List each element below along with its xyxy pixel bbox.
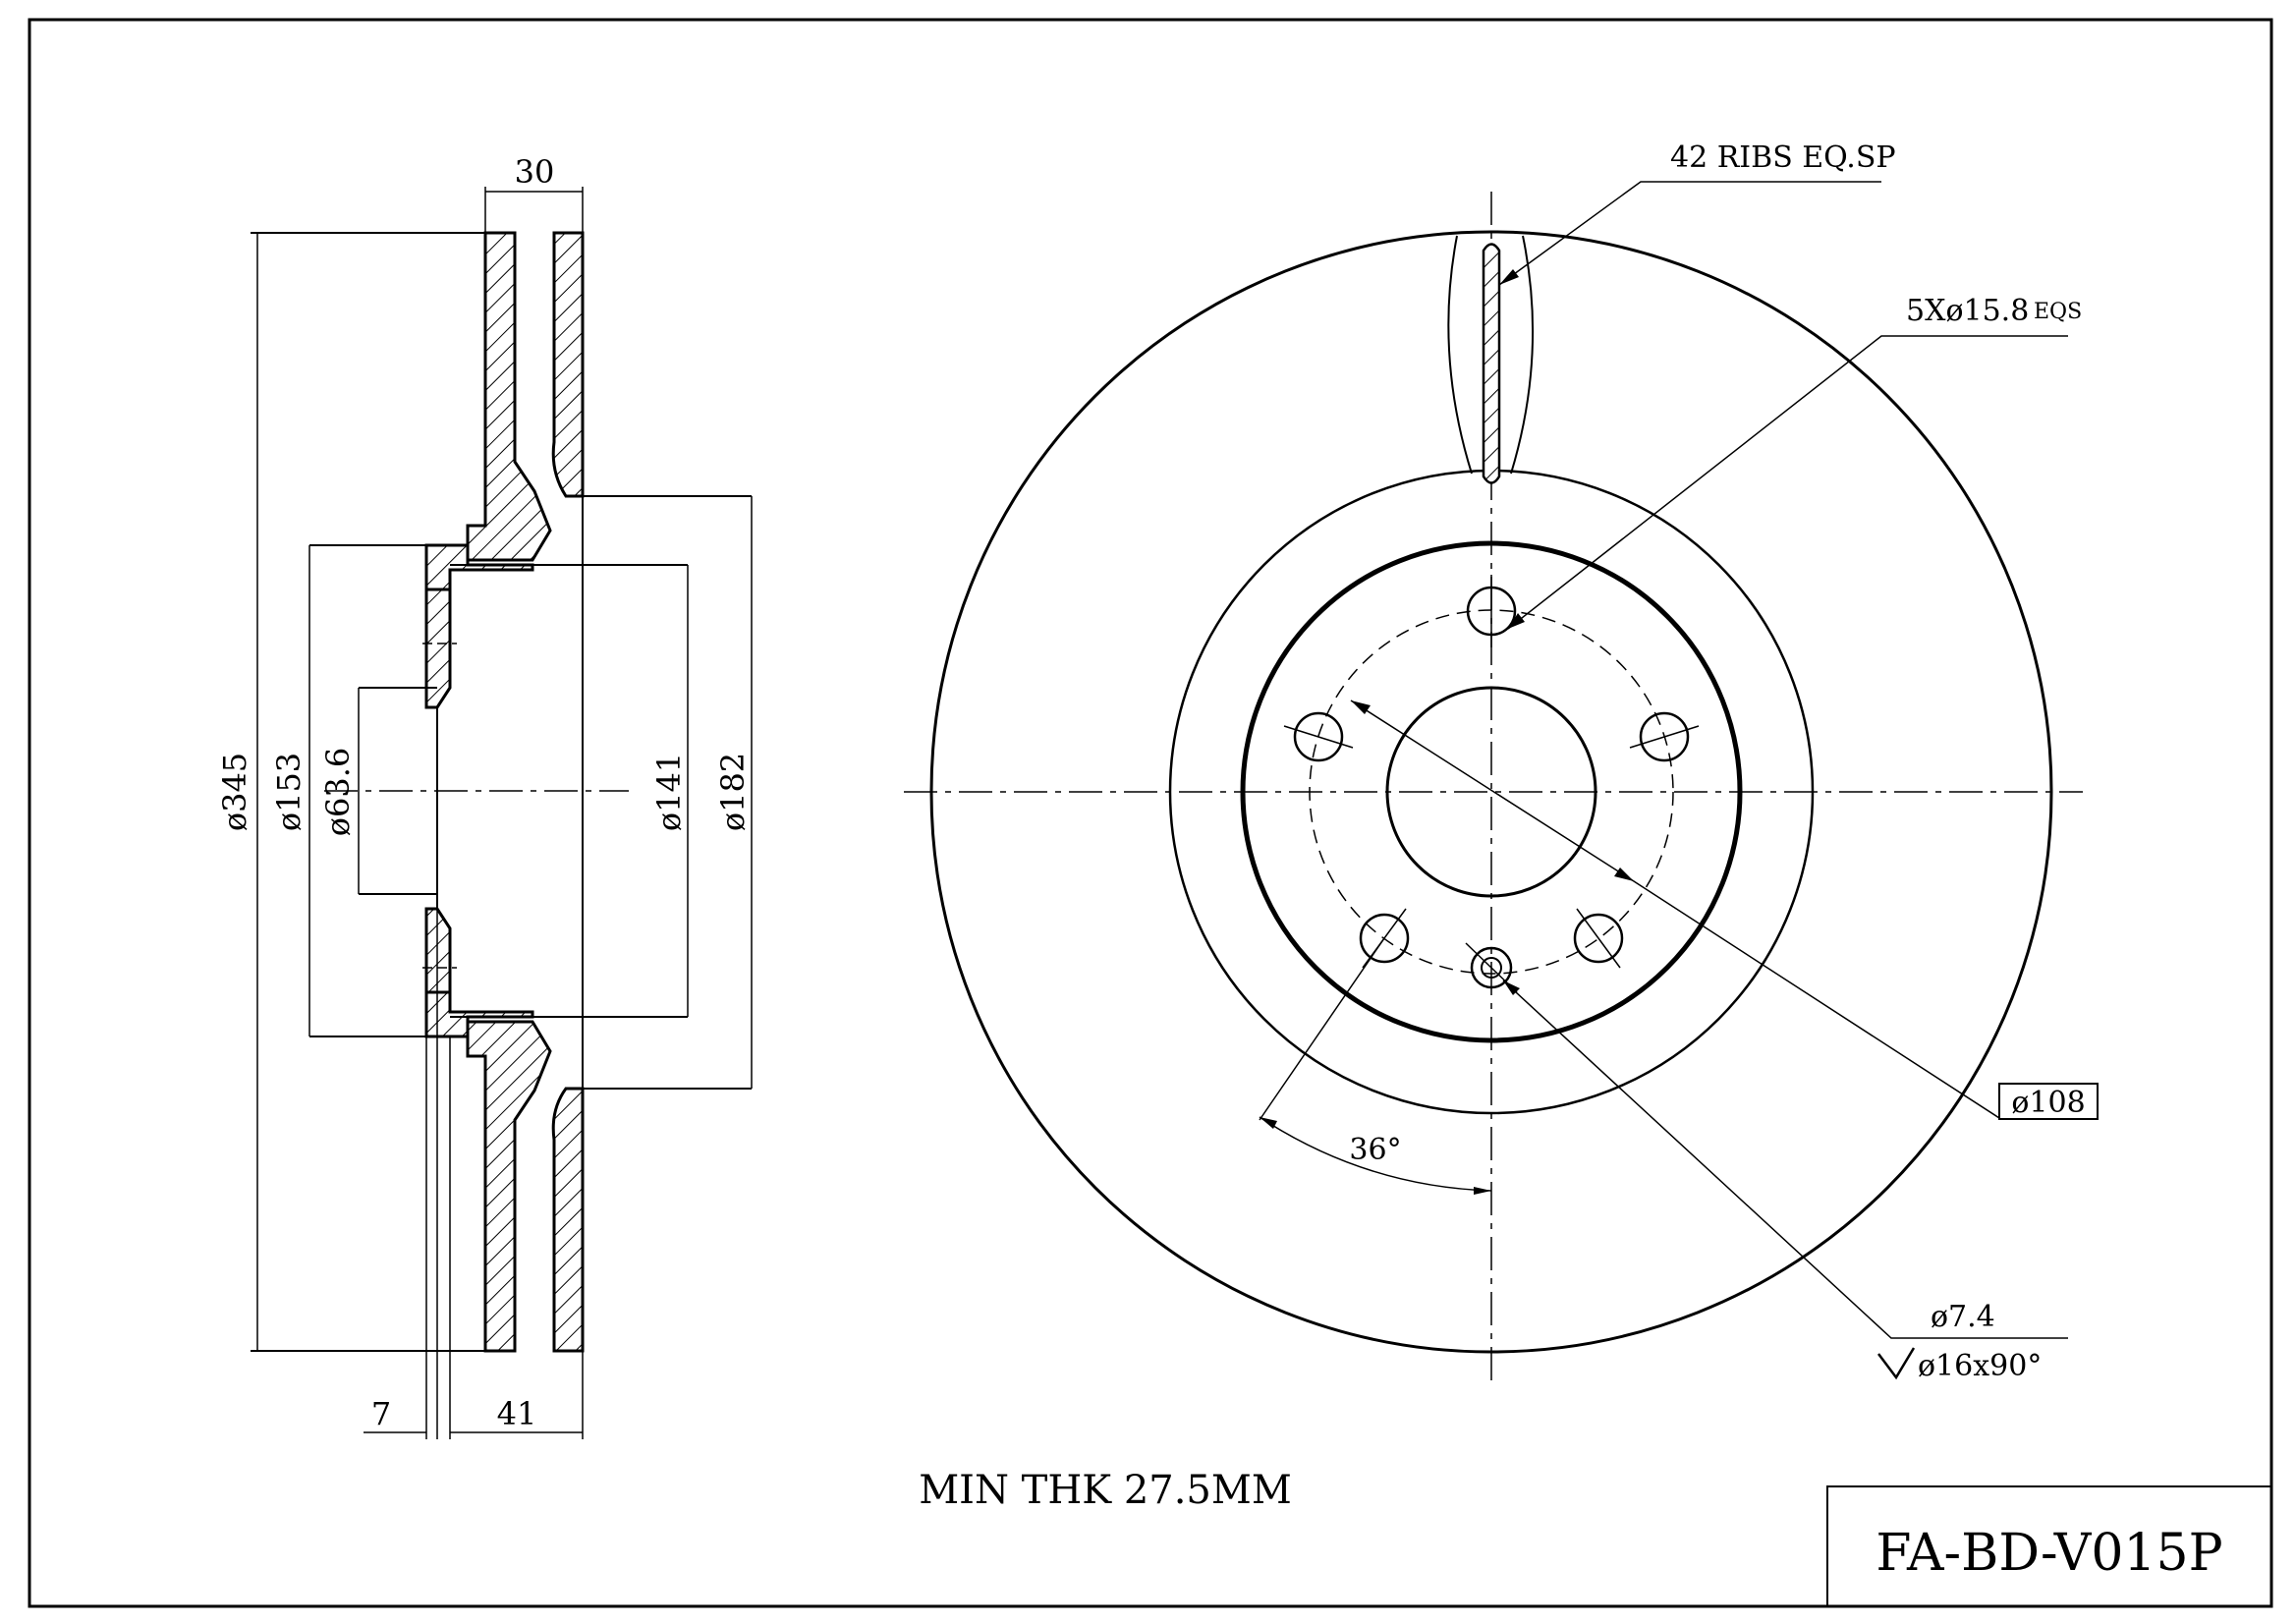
hat-flange-bottom: [424, 990, 534, 1038]
side-section-view: 30 ø345 ø153 ø63.6 ø141 ø182 7 41: [216, 153, 753, 1439]
dim-diameter-bore: ø63.6: [319, 748, 357, 837]
countersink-symbol: [1877, 1347, 1916, 1380]
dim-diameter-outer: ø345: [216, 753, 253, 831]
dim-diameter-hat: ø153: [270, 753, 308, 831]
bolt-hole: [1293, 711, 1344, 762]
drawing-border: [28, 18, 2273, 1608]
small-hole: [1481, 957, 1502, 979]
angle-leg: [1259, 937, 1385, 1121]
title-block: FA-BD-V015P: [1826, 1485, 2272, 1607]
rib-outline-right: [1510, 235, 1535, 475]
note-small-hole: ø7.4: [1931, 1300, 1995, 1334]
dim-diameter-friction: ø182: [714, 753, 752, 831]
dim-diameter-inner: ø141: [650, 753, 688, 831]
rib-outline-left: [1447, 235, 1473, 475]
note-angle: 36°: [1349, 1133, 1401, 1167]
bolt-hole: [1359, 913, 1410, 964]
bolt-hole: [1639, 711, 1690, 762]
disc-outer-edge: [929, 230, 2053, 1354]
countersink-hole: [1470, 946, 1513, 989]
note-bolt-holes: 5Xø15.8: [1906, 294, 2029, 328]
angle-arc: [1259, 1116, 1492, 1192]
front-view: 42 RIBS EQ.SP 5Xø15.8 EQS ø108 ø7.4 ø16x…: [904, 140, 2099, 1383]
rib-slot: [1482, 243, 1501, 484]
outer-plate-bottom: [551, 1087, 585, 1353]
hat-edge: [1240, 540, 1743, 1043]
dim-offset: 41: [497, 1395, 537, 1432]
dim-flange: 7: [371, 1395, 391, 1432]
hat-flange-upper: [424, 588, 452, 709]
center-bore: [1385, 686, 1597, 898]
note-bolt-holes-suffix: EQS: [2034, 300, 2082, 324]
min-thickness-note: MIN THK 27.5MM: [919, 1468, 1292, 1513]
note-countersink: ø16x90°: [1918, 1349, 2042, 1383]
part-number: FA-BD-V015P: [1876, 1524, 2222, 1583]
note-pcd-box: [1998, 1083, 2099, 1120]
leader-bolt-holes: [1507, 335, 2068, 630]
note-ribs: 42 RIBS EQ.SP: [1670, 140, 1896, 175]
bolt-hole: [1573, 913, 1624, 964]
leader-ribs: [1498, 181, 1881, 286]
inner-plate-bottom: [466, 1020, 552, 1353]
inner-plate-top: [466, 231, 552, 562]
dim-width: 30: [515, 153, 555, 191]
note-pcd: ø108: [2011, 1086, 2085, 1120]
outer-plate-top: [551, 231, 585, 498]
leader-small-hole: [1502, 980, 2068, 1339]
